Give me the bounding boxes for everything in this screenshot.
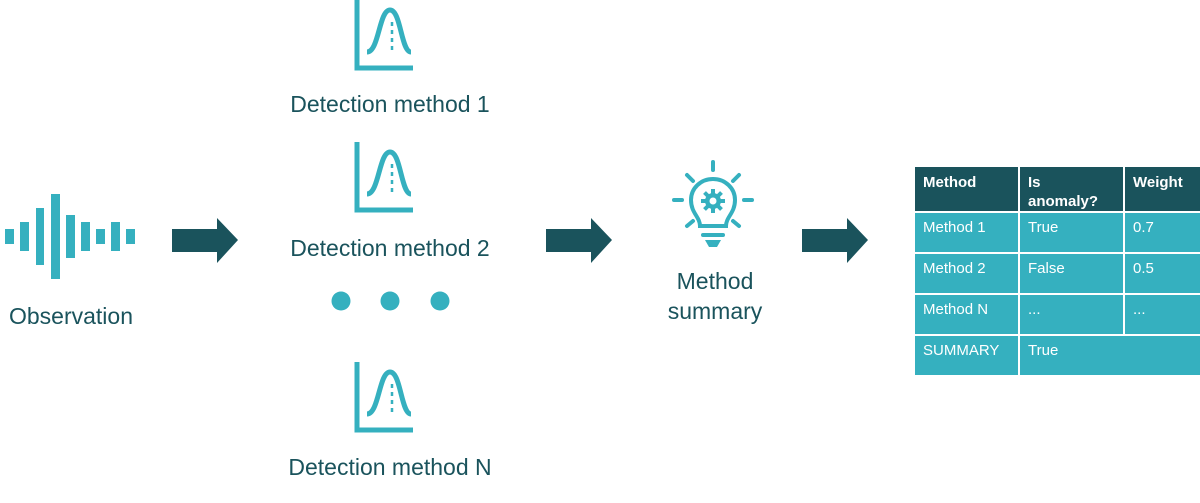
cell-summary-label: SUMMARY: [913, 334, 1020, 377]
header-is-anomaly-line1: Is: [1028, 174, 1041, 191]
cell-weight: 0.7: [1123, 211, 1200, 254]
summary-row: SUMMARY True: [913, 334, 1200, 377]
method-results-table: Method Is anomaly? Weight Method 1 True …: [913, 165, 1200, 377]
arrow-right-icon: [172, 218, 238, 263]
header-is-anomaly: Is anomaly?: [1018, 165, 1125, 213]
table-row: Method N ... ...: [913, 293, 1200, 336]
bell-curve-chart-icon: [354, 0, 413, 71]
cell-is-anomaly: True: [1018, 211, 1125, 254]
cell-summary-result: True: [1018, 334, 1200, 377]
detection-method-2-label: Detection method 2: [290, 235, 490, 261]
table-row: Method 1 True 0.7: [913, 211, 1200, 254]
cell-is-anomaly: False: [1018, 252, 1125, 295]
header-weight: Weight: [1123, 165, 1200, 213]
cell-weight: ...: [1123, 293, 1200, 336]
bell-curve-chart-icon: [354, 142, 413, 213]
observation-label: Observation: [8, 303, 133, 329]
method-summary-label: Method summary: [640, 266, 790, 326]
cell-method: Method N: [913, 293, 1020, 336]
method-summary-line1: Method: [676, 268, 754, 294]
bell-curve-chart-icon: [354, 362, 413, 433]
cell-is-anomaly: ...: [1018, 293, 1125, 336]
cell-method: Method 1: [913, 211, 1020, 254]
three-dots-icon: [331, 291, 450, 311]
detection-method-1-label: Detection method 1: [290, 91, 490, 117]
header-method: Method: [913, 165, 1020, 213]
detection-method-n-label: Detection method N: [288, 454, 492, 480]
waveform-icon: [5, 194, 135, 279]
arrow-right-icon: [546, 218, 612, 263]
cell-method: Method 2: [913, 252, 1020, 295]
header-is-anomaly-line2: anomaly?: [1028, 193, 1099, 210]
lightbulb-gear-icon: [672, 160, 754, 247]
cell-weight: 0.5: [1123, 252, 1200, 295]
table-row: Method 2 False 0.5: [913, 252, 1200, 295]
method-summary-line2: summary: [667, 298, 763, 324]
table-header-row: Method Is anomaly? Weight: [913, 165, 1200, 213]
arrow-right-icon: [802, 218, 868, 263]
